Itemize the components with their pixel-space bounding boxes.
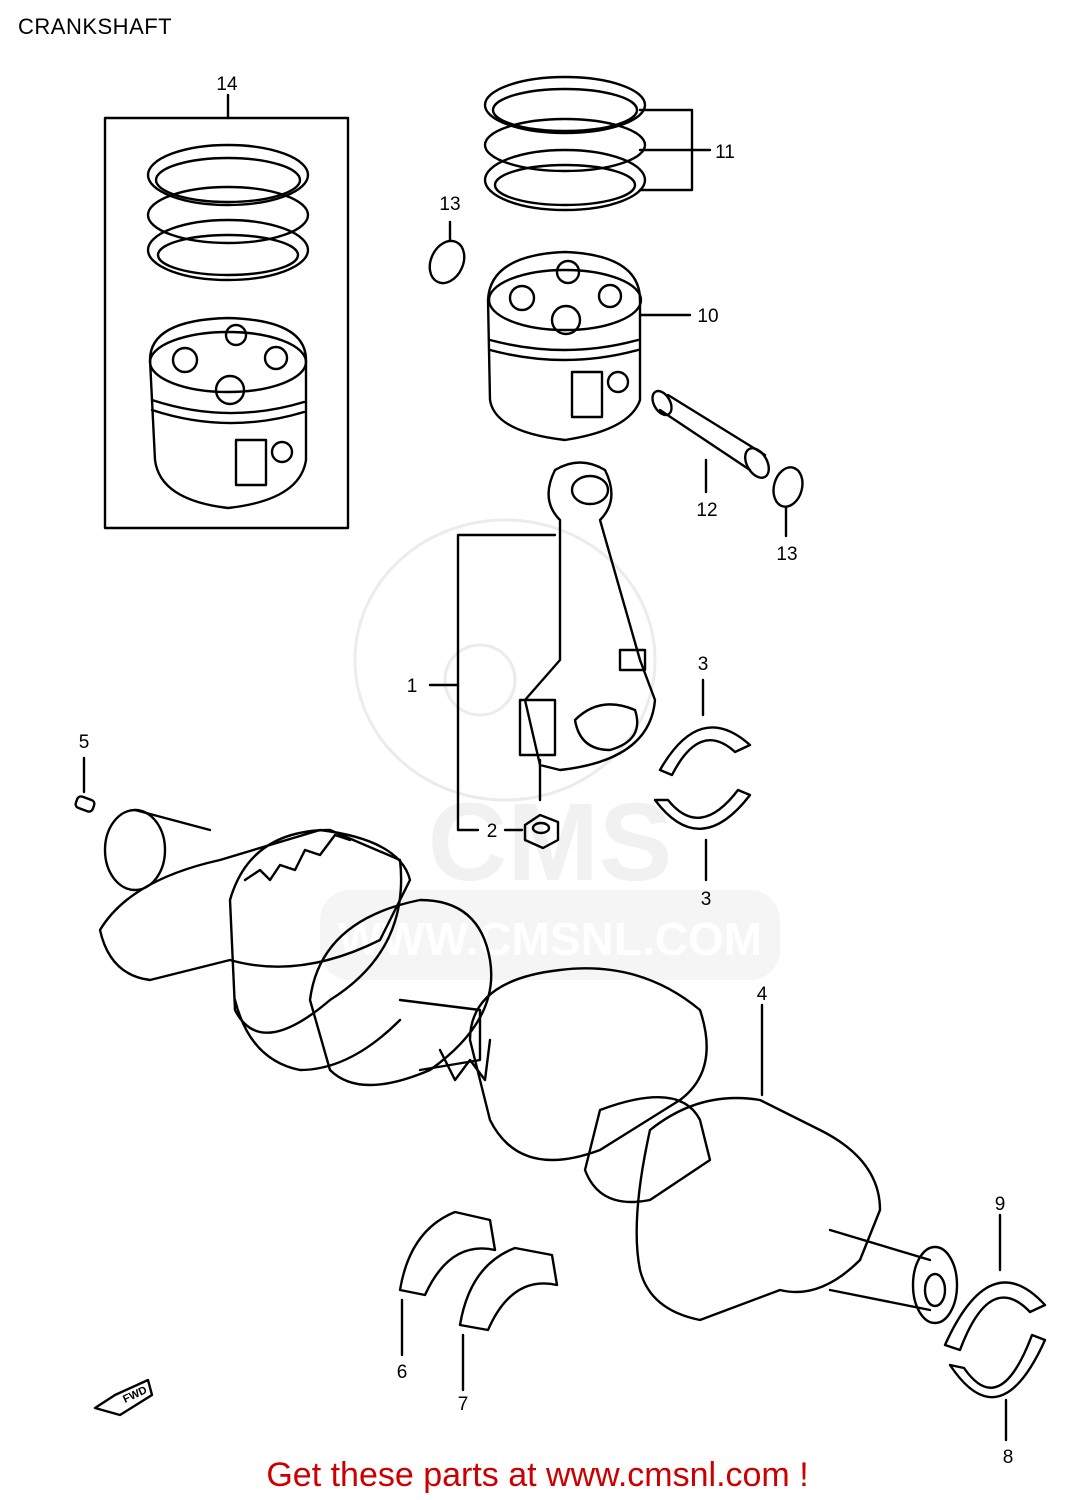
fwd-arrow-icon [93, 1378, 154, 1417]
part-5-dowel-pin[interactable] [74, 756, 96, 813]
watermark-logo: CMS [428, 781, 672, 904]
part-14-piston-set[interactable] [103, 93, 350, 530]
part-4-crankshaft[interactable] [98, 808, 959, 1325]
cms-watermark: CMS WWW.CMSNL.COM [320, 518, 780, 980]
part-6-thrust-bearing[interactable] [398, 1210, 497, 1357]
callout-13-lower: 13 [776, 544, 797, 565]
part-7-thrust-bearing[interactable] [458, 1246, 559, 1392]
callout-3-upper: 3 [698, 654, 709, 675]
footer-link-text[interactable]: Get these parts at www.cmsnl.com ! [266, 1456, 809, 1494]
callout-4: 4 [757, 984, 768, 1005]
page-title: CRANKSHAFT [18, 14, 173, 39]
part-3-bearing-lower[interactable] [653, 788, 752, 882]
part-8-main-bearing[interactable] [948, 1333, 1047, 1442]
callout-labels: 14 11 13 10 12 13 3 1 5 2 3 4 9 6 7 8 [79, 74, 1014, 1468]
callout-8: 8 [1003, 1447, 1014, 1468]
part-2-nut[interactable] [503, 813, 560, 850]
callout-6: 6 [397, 1362, 408, 1383]
watermark-url: WWW.CMSNL.COM [338, 913, 762, 965]
callout-13-upper: 13 [439, 194, 460, 215]
part-11-piston-rings[interactable] [483, 75, 712, 212]
part-1-connecting-rod[interactable] [428, 461, 657, 832]
callout-5: 5 [79, 732, 90, 753]
callout-14: 14 [216, 74, 238, 95]
callout-12: 12 [696, 500, 717, 521]
callout-3-lower: 3 [701, 889, 712, 910]
callout-11: 11 [715, 142, 735, 163]
part-3-bearing-upper[interactable] [658, 678, 752, 777]
part-13-circlip-lower[interactable] [769, 464, 806, 538]
part-10-piston[interactable] [486, 250, 692, 442]
part-9-main-bearing[interactable] [943, 1213, 1047, 1352]
callout-7: 7 [458, 1394, 469, 1415]
part-12-piston-pin[interactable] [649, 388, 774, 494]
callout-2: 2 [487, 821, 498, 842]
part-13-circlip-upper[interactable] [423, 220, 471, 289]
callout-1: 1 [407, 676, 418, 697]
callout-9: 9 [995, 1194, 1006, 1215]
callout-10: 10 [697, 306, 718, 327]
